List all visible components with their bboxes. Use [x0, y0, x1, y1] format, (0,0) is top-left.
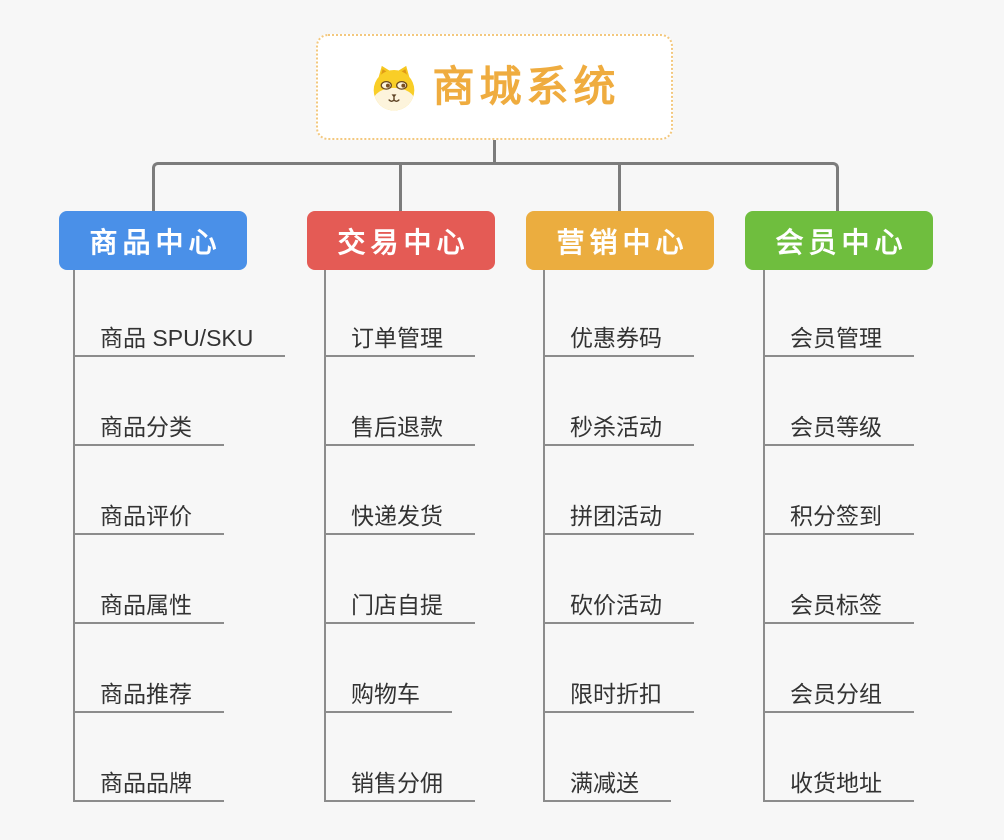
- root-title: 商城系统: [432, 63, 621, 110]
- leaf-order-management[interactable]: 订单管理: [324, 321, 475, 357]
- branch-node-member-center[interactable]: 会员中心: [745, 211, 933, 270]
- leaf-member-group[interactable]: 会员分组: [763, 677, 914, 713]
- branch-column-trade: 订单管理 售后退款 快递发货 门店自提 购物车 销售分佣: [324, 270, 574, 805]
- leaf-group-buy[interactable]: 拼团活动: [543, 499, 694, 535]
- leaf-flash-sale[interactable]: 秒杀活动: [543, 410, 694, 446]
- branch-column-product: 商品 SPU/SKU 商品分类 商品评价 商品属性 商品推荐 商品品牌: [73, 270, 323, 805]
- leaf-points-checkin[interactable]: 积分签到: [763, 499, 914, 535]
- leaf-product-recommend[interactable]: 商品推荐: [73, 677, 224, 713]
- leaf-product-category[interactable]: 商品分类: [73, 410, 224, 446]
- branch-drop-marketing: [618, 165, 621, 211]
- dog-face-icon: [368, 61, 420, 113]
- leaf-express-delivery[interactable]: 快递发货: [324, 499, 475, 535]
- branch-drop-trade: [399, 165, 402, 211]
- root-node[interactable]: 商城系统: [316, 34, 673, 140]
- leaf-shopping-cart[interactable]: 购物车: [324, 677, 452, 713]
- branch-trunk-line: [324, 270, 326, 801]
- leaf-member-management[interactable]: 会员管理: [763, 321, 914, 357]
- leaf-limited-time-discount[interactable]: 限时折扣: [543, 677, 694, 713]
- leaf-member-level[interactable]: 会员等级: [763, 410, 914, 446]
- branch-node-product-center[interactable]: 商品中心: [59, 211, 247, 270]
- branch-trunk-line: [73, 270, 75, 801]
- branch-trunk-line: [763, 270, 765, 801]
- branch-bus-right: [494, 162, 839, 211]
- leaf-bargain-activity[interactable]: 砍价活动: [543, 588, 694, 624]
- root-connector-stem: [493, 140, 496, 165]
- leaf-full-reduction[interactable]: 满减送: [543, 766, 671, 802]
- branch-column-marketing: 优惠券码 秒杀活动 拼团活动 砍价活动 限时折扣 满减送: [543, 270, 793, 805]
- leaf-product-attribute[interactable]: 商品属性: [73, 588, 224, 624]
- leaf-sales-commission[interactable]: 销售分佣: [324, 766, 475, 802]
- leaf-store-pickup[interactable]: 门店自提: [324, 588, 475, 624]
- leaf-product-review[interactable]: 商品评价: [73, 499, 224, 535]
- branch-node-marketing-center[interactable]: 营销中心: [526, 211, 714, 270]
- leaf-product-brand[interactable]: 商品品牌: [73, 766, 224, 802]
- branch-bus-left: [152, 162, 494, 211]
- leaf-product-spu-sku[interactable]: 商品 SPU/SKU: [73, 321, 286, 357]
- branch-column-member: 会员管理 会员等级 积分签到 会员标签 会员分组 收货地址: [763, 270, 1004, 805]
- leaf-member-tag[interactable]: 会员标签: [763, 588, 914, 624]
- leaf-shipping-address[interactable]: 收货地址: [763, 766, 914, 802]
- branch-node-trade-center[interactable]: 交易中心: [307, 211, 495, 270]
- leaf-coupon-code[interactable]: 优惠券码: [543, 321, 694, 357]
- leaf-after-sale-refund[interactable]: 售后退款: [324, 410, 475, 446]
- branch-trunk-line: [543, 270, 545, 801]
